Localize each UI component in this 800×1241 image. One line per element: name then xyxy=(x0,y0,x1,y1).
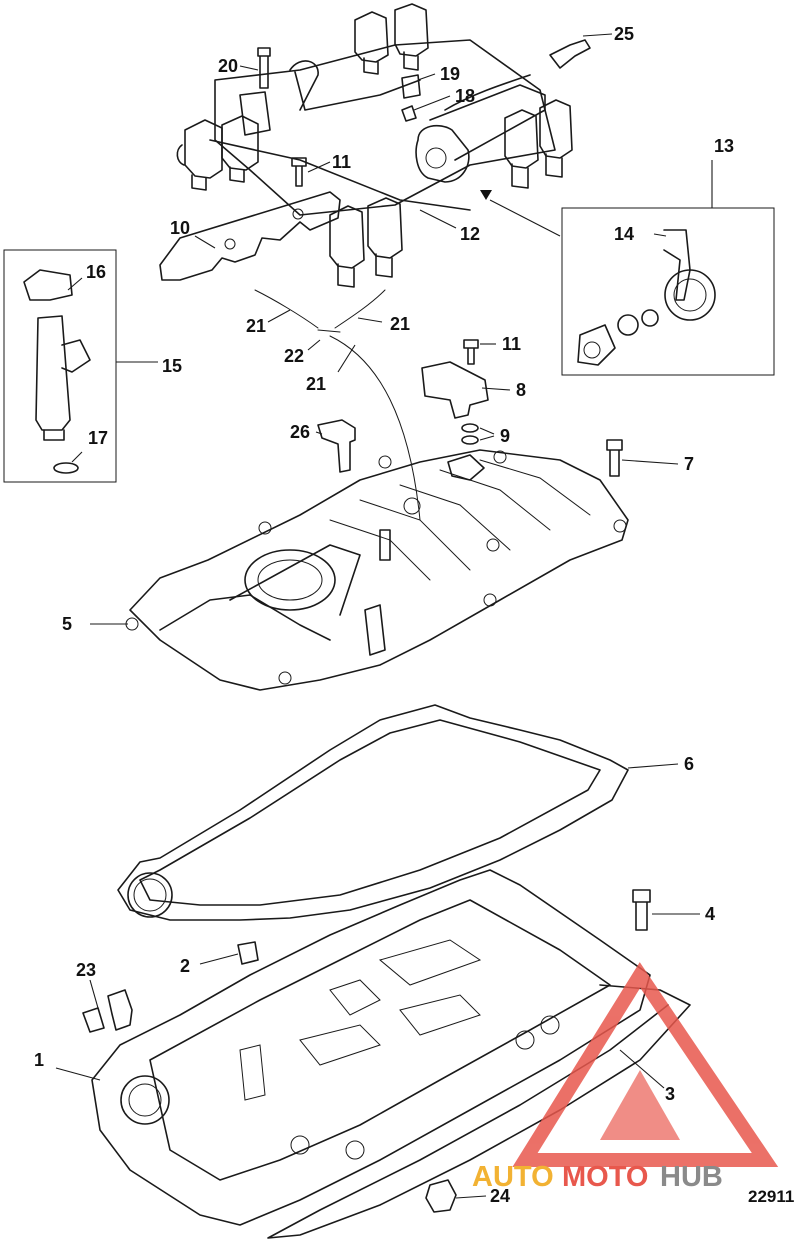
callout-11-upper: 11 xyxy=(332,152,351,172)
sensor-26-icon xyxy=(317,419,356,473)
watermark-logo-icon xyxy=(512,962,779,1167)
callout-18: 18 xyxy=(455,86,475,106)
callout-8: 8 xyxy=(516,380,526,400)
callout-23: 23 xyxy=(76,960,96,980)
bracket-10-icon xyxy=(159,191,341,281)
callout-13: 13 xyxy=(714,136,734,156)
callout-16: 16 xyxy=(86,262,106,282)
callout-7: 7 xyxy=(684,454,694,474)
gasket-icon xyxy=(117,704,629,921)
callout-9: 9 xyxy=(500,426,510,446)
lower-intake-icon xyxy=(91,869,651,1226)
callout-4: 4 xyxy=(705,904,715,924)
callout-5: 5 xyxy=(62,614,72,634)
callout-20: 20 xyxy=(218,56,238,76)
callout-21-right: 21 xyxy=(390,314,410,334)
watermark-moto: MOTO xyxy=(562,1161,648,1193)
vacuum-line-icon xyxy=(254,289,421,521)
callout-22: 22 xyxy=(284,346,304,366)
callout-26: 26 xyxy=(290,422,310,442)
fitting-18-icon xyxy=(401,105,417,122)
gasket-strip-3-icon xyxy=(267,984,691,1239)
callout-25: 25 xyxy=(614,24,634,44)
fitting-25-icon xyxy=(549,39,591,69)
detail-box-15 xyxy=(3,249,117,483)
cap-19-icon xyxy=(401,74,421,99)
callout-1: 1 xyxy=(34,1050,44,1070)
watermark-auto: AUTO xyxy=(472,1161,554,1193)
callout-24: 24 xyxy=(490,1186,510,1206)
bolt-icon xyxy=(257,47,651,931)
callout-15: 15 xyxy=(162,356,182,376)
callout-6: 6 xyxy=(684,754,694,774)
pressure-regulator-icon xyxy=(415,124,470,183)
reference-number: 22911 xyxy=(748,1187,794,1206)
watermark-hub: HUB xyxy=(660,1161,723,1193)
fuel-injector-icon xyxy=(176,3,573,288)
callout-14: 14 xyxy=(614,224,634,244)
arrow-marker-icon xyxy=(480,190,492,200)
callout-21-lower: 21 xyxy=(306,374,326,394)
callout-21-left: 21 xyxy=(246,316,266,336)
callout-11-lower: 11 xyxy=(502,334,521,354)
callout-10: 10 xyxy=(170,218,190,238)
fuel-rail-icon xyxy=(209,39,556,216)
callout-12: 12 xyxy=(460,224,480,244)
callout-2: 2 xyxy=(180,956,190,976)
leader-lines xyxy=(55,33,713,1199)
detail-box-13 xyxy=(561,207,775,376)
callout-3: 3 xyxy=(665,1084,675,1104)
plug-24-icon xyxy=(425,1179,457,1213)
sensor-icon xyxy=(421,361,489,445)
intake-manifold-icon xyxy=(125,449,629,691)
callout-19: 19 xyxy=(440,64,460,84)
callout-17: 17 xyxy=(88,428,108,448)
fitting-23-icon xyxy=(82,989,133,1033)
plug-2-icon xyxy=(237,941,259,965)
